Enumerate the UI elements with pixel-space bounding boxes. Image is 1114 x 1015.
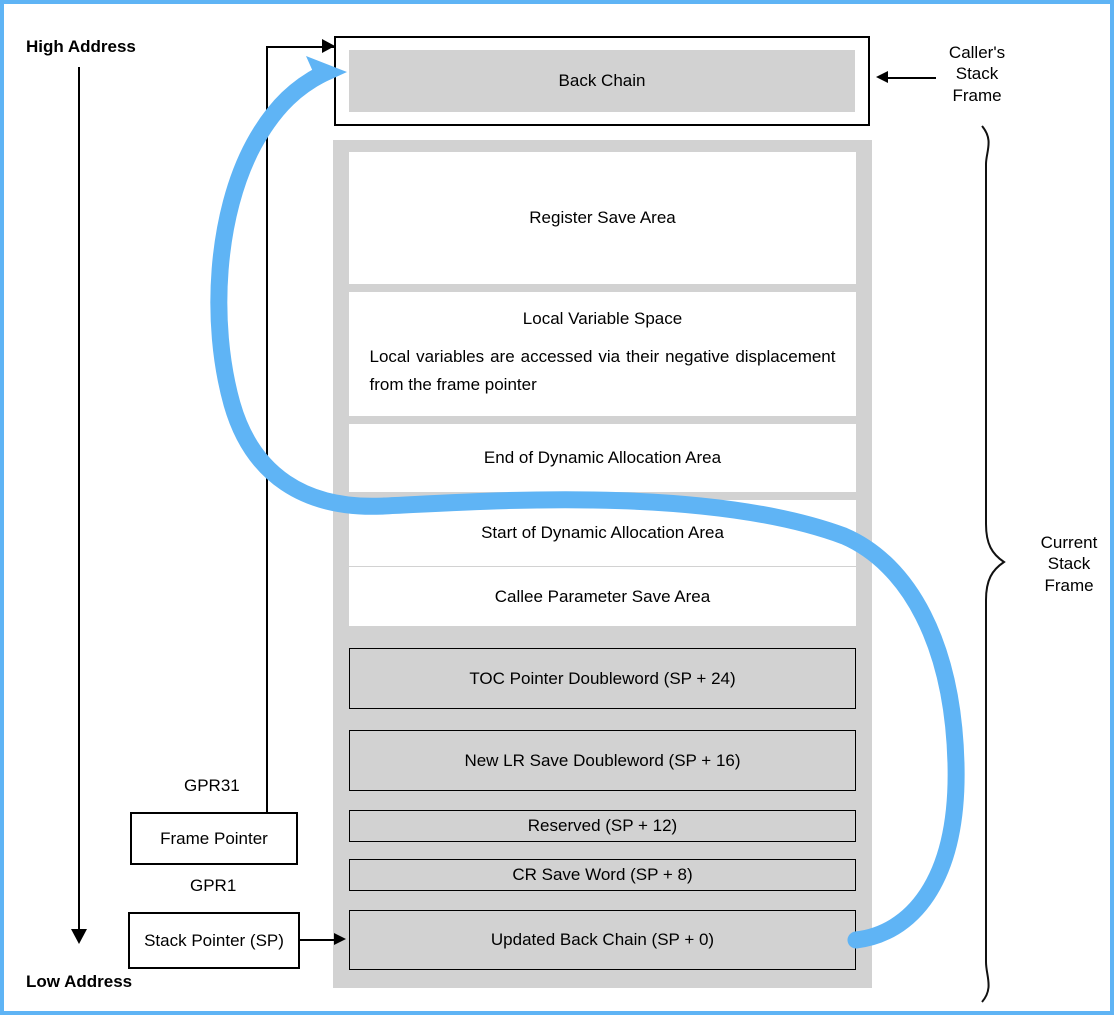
slot-label: Reserved (SP + 12) [527,816,678,835]
slot-cr-save-word: CR Save Word (SP + 8) [349,859,856,891]
high-address-label: High Address [26,37,136,56]
address-axis-line [78,67,80,935]
slot-label: Register Save Area [529,208,676,227]
slot-label: TOC Pointer Doubleword (SP + 24) [469,668,736,688]
gpr31-label: GPR31 [184,776,240,795]
gpr1-label: GPR1 [190,876,237,895]
stack-pointer-arrowhead-icon [334,933,346,945]
slot-label: Callee Parameter Save Area [494,586,711,606]
slot-callee-parameter-save-area: Callee Parameter Save Area [349,567,856,626]
slot-label: CR Save Word (SP + 8) [512,865,693,884]
low-address-label: Low Address [26,972,133,991]
caller-frame-pointer-line [884,77,936,79]
back-chain-link-arrow-icon [210,56,965,949]
frame-pointer-connector-vertical [266,46,268,813]
slot-label: End of Dynamic Allocation Area [483,448,722,467]
current-stack-frame-label: Current Stack Frame [1040,533,1098,595]
slot-toc-pointer-doubleword: TOC Pointer Doubleword (SP + 24) [349,648,856,709]
slot-updated-back-chain: Updated Back Chain (SP + 0) [349,910,856,970]
frame-pointer-connector-horizontal [266,46,334,48]
current-stack-frame-brace-icon [981,125,1006,1003]
stack-pointer-connector-line [300,939,340,941]
slot-description: Local variables are accessed via their n… [369,347,836,394]
slot-label: Updated Back Chain (SP + 0) [490,930,715,949]
frame-pointer-box-label: Frame Pointer [160,828,268,848]
slot-label: New LR Save Doubleword (SP + 16) [464,750,741,770]
address-axis-arrowhead [71,929,87,944]
slot-label: Start of Dynamic Allocation Area [481,523,724,542]
slot-back-chain: Back Chain [349,50,855,112]
stack-pointer-box: Stack Pointer (SP) [128,912,300,969]
frame-pointer-box: Frame Pointer [130,812,298,865]
stack-pointer-box-label: Stack Pointer (SP) [144,930,284,950]
slot-new-lr-save-doubleword: New LR Save Doubleword (SP + 16) [349,730,856,791]
caller-frame-arrowhead-icon [876,71,888,83]
slot-label: Local Variable Space [522,309,683,329]
slot-register-save-area: Register Save Area [349,152,856,284]
slot-reserved: Reserved (SP + 12) [349,810,856,842]
slot-end-of-dynamic-allocation-area: End of Dynamic Allocation Area [349,424,856,492]
caller-stack-frame-label: Caller's Stack Frame [948,43,1006,105]
frame-pointer-arrowhead-icon [322,39,335,53]
